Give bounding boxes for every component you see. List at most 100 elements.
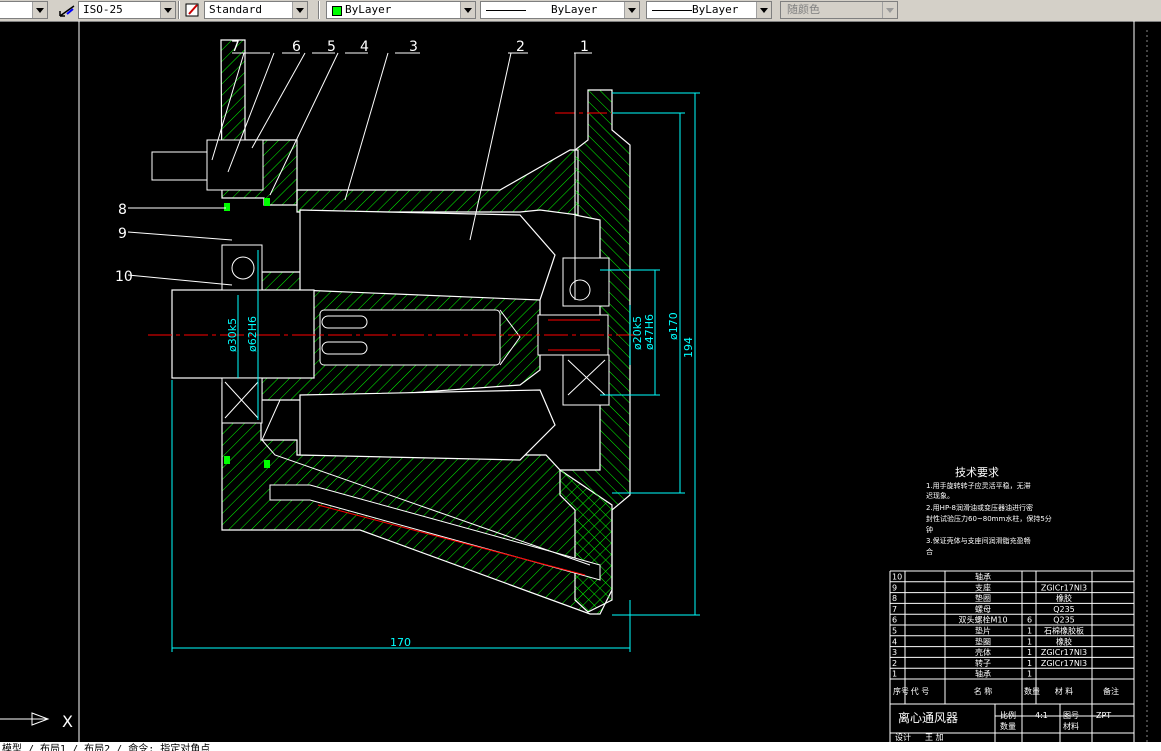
dim-d30k5: ø30k5 — [226, 318, 239, 352]
row-qty: 1 — [1027, 648, 1032, 657]
callout-9: 9 — [118, 226, 127, 242]
properties-toolbar: ISO-25 Standard ByLayer ByLayer ByLayer … — [0, 0, 1161, 22]
plotstyle-dropdown[interactable]: 随颜色 — [780, 1, 898, 19]
row-name: 垫圈 — [975, 593, 991, 603]
row-name: 垫片 — [975, 626, 991, 636]
row-name: 轴承 — [975, 669, 991, 679]
row-no: 4 — [892, 637, 897, 646]
drawing-no-label: 图号 — [1063, 711, 1079, 720]
callout-2: 2 — [516, 39, 525, 55]
hdr-name: 名 称 — [974, 686, 993, 696]
dimstyle-dropdown[interactable]: ISO-25 — [78, 1, 176, 19]
row-no: 10 — [892, 573, 902, 582]
dim-d47H6: ø47H6 — [643, 314, 656, 350]
chevron-down-icon[interactable] — [160, 2, 175, 18]
dimension-style-icon[interactable] — [58, 2, 76, 18]
callout-8: 8 — [118, 202, 127, 218]
callout-4: 4 — [360, 39, 369, 55]
part-name: 离心通风器 — [898, 710, 958, 725]
chevron-down-icon[interactable] — [624, 2, 639, 18]
nut — [206, 139, 264, 191]
dimension-lines — [171, 92, 700, 652]
note-line: 迟现象。 — [926, 491, 954, 500]
row-name: 壳体 — [975, 647, 991, 657]
chevron-down-icon[interactable] — [32, 2, 47, 18]
row-material: Q235 — [1053, 616, 1075, 625]
scale-label: 比例 — [1000, 710, 1016, 720]
row-material: ZGlCr17Nl3 — [1041, 659, 1087, 668]
layer-color-swatch — [332, 6, 342, 16]
chevron-down-icon[interactable] — [292, 2, 307, 18]
row-qty: 1 — [1027, 627, 1032, 636]
chevron-down-icon — [882, 2, 897, 18]
toolbar-separator — [318, 1, 320, 19]
note-line: 1.用手旋转转子应灵活平稳，无滞 — [926, 481, 1031, 490]
row-qty: 1 — [1027, 637, 1032, 646]
row-no: 2 — [892, 659, 897, 668]
note-line: 封性试验压力60~80mm水柱，保持5分 — [926, 514, 1052, 523]
row-qty: 1 — [1027, 670, 1032, 679]
linetype-sample — [486, 10, 526, 11]
drawing-no: ZPT — [1096, 711, 1111, 720]
ucs-icon: X — [0, 712, 73, 731]
left-bearing-top — [221, 244, 263, 291]
row-no: 3 — [892, 648, 897, 657]
left-bearing-ball — [231, 256, 255, 280]
dim-170: 170 — [390, 636, 411, 649]
technical-notes: 技术要求 1.用手旋转转子应灵活平稳，无滞 迟现象。 2.用HP-8润滑油或变压… — [926, 466, 1052, 556]
note-line: 2.用HP-8润滑油或变压器油进行密 — [926, 503, 1033, 512]
dimension-texts: ø30k5 ø62H6 ø20k5 ø47H6 ø170 194 170 — [226, 312, 695, 649]
dim-d62H6: ø62H6 — [246, 316, 259, 352]
hdr-no: 序号 — [893, 686, 909, 696]
callout-7: 7 — [231, 39, 240, 55]
row-material: 橡胶 — [1056, 636, 1072, 646]
text-style-icon[interactable] — [184, 2, 202, 18]
linetype-dropdown[interactable]: ByLayer — [480, 1, 640, 19]
hdr-remark: 备注 — [1103, 686, 1119, 696]
row-no: 9 — [892, 583, 897, 592]
row-no: 6 — [892, 616, 897, 625]
rotor-lower-blade — [299, 389, 556, 461]
command-line[interactable]: 模型 / 布局1 / 布局2 / 命令: 指定对角点 — [0, 742, 1161, 751]
color-dropdown[interactable]: ByLayer — [326, 1, 476, 19]
textstyle-dropdown[interactable]: Standard — [204, 1, 308, 19]
row-no: 8 — [892, 594, 897, 603]
seal-lower-b — [264, 460, 270, 468]
material-label: 材料 — [1063, 721, 1079, 731]
row-material: Q235 — [1053, 605, 1075, 614]
note-line: 合 — [926, 547, 933, 556]
hdr-qty: 数量 — [1024, 686, 1040, 696]
housing-upper-wall — [296, 149, 579, 216]
callout-5: 5 — [327, 39, 336, 55]
scale-value: 4:1 — [1035, 711, 1048, 720]
row-name: 轴承 — [975, 572, 991, 582]
seal-lower-a — [224, 456, 230, 464]
callout-1: 1 — [580, 39, 589, 55]
notes-title: 技术要求 — [955, 466, 999, 479]
hdr-code: 代 号 — [911, 686, 930, 696]
callout-6: 6 — [292, 39, 301, 55]
dim-d20k5: ø20k5 — [631, 316, 644, 350]
row-no: 5 — [892, 627, 897, 636]
row-material: 石棉橡胶板 — [1044, 626, 1084, 636]
seal-8 — [224, 203, 230, 211]
seal-4 — [264, 198, 270, 206]
callout-10: 10 — [115, 269, 133, 285]
chevron-down-icon[interactable] — [460, 2, 475, 18]
drawing-canvas[interactable]: 7 6 5 4 3 2 1 8 9 10 ø30k5 ø62H6 ø20k5 ø… — [0, 21, 1161, 742]
shaft-bore — [171, 289, 315, 379]
row-name: 垫圈 — [975, 636, 991, 646]
row-material: ZGlCr17Nl3 — [1041, 583, 1087, 592]
lineweight-dropdown[interactable]: ByLayer — [646, 1, 772, 19]
prev-style-dropdown[interactable] — [0, 1, 48, 19]
dim-d170: ø170 — [667, 312, 680, 340]
row-no: 7 — [892, 605, 897, 614]
row-name: 双头螺栓M10 — [958, 615, 1007, 625]
right-bearing-ball — [569, 279, 591, 301]
ucs-x-label: X — [62, 712, 73, 731]
chevron-down-icon[interactable] — [756, 2, 771, 18]
row-name: 支座 — [975, 582, 991, 592]
row-material: ZGlCr17Nl3 — [1041, 648, 1087, 657]
oil-channel — [269, 484, 601, 581]
